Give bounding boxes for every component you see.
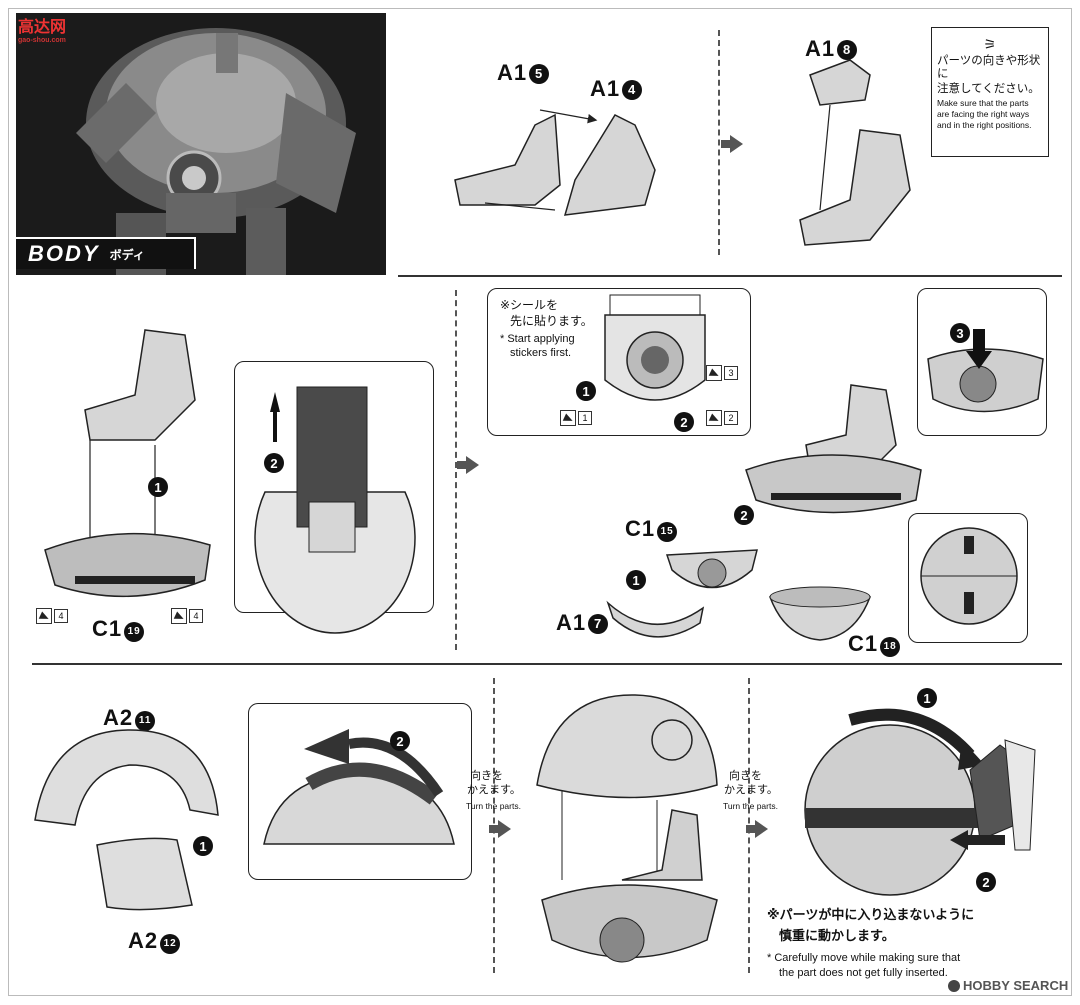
separator-row2 xyxy=(32,663,1062,665)
callout-drawing-slide xyxy=(263,729,455,845)
flow-arrow-1 xyxy=(721,135,743,153)
final-step-badge-1: 1 xyxy=(917,688,937,708)
corner-logo: 高达网 gao-shou.com xyxy=(18,13,66,44)
flow-arrow-2 xyxy=(457,456,479,474)
turn2-note-en: Turn the parts. xyxy=(723,801,778,811)
careful-note-en-2: the part does not get fully inserted. xyxy=(779,967,948,979)
slide-step-badge-2: 2 xyxy=(390,731,410,751)
sticker-step-badge-2: 2 xyxy=(674,412,694,432)
notice-jp-2: 注意してください。 xyxy=(937,83,1040,95)
callout-step-badge-2: 2 xyxy=(264,453,284,473)
part-drawing-c115 xyxy=(665,549,758,589)
part-drawing-body-assembly xyxy=(745,384,922,514)
sticker-step-badge-1: 1 xyxy=(576,381,596,401)
step-badge-1-right: 1 xyxy=(626,570,646,590)
turn-note-jp-2: かえます。 xyxy=(467,784,521,796)
watermark-logo: HOBBY SEARCH xyxy=(948,978,1068,993)
sticker-callout-drawing xyxy=(604,294,706,401)
corner-logo-text: 高达网 xyxy=(18,19,67,36)
header-photo-panel: 高达网 gao-shou.com BODY ボディ xyxy=(16,13,386,275)
notice-jp-1: パーツの向きや形状に xyxy=(937,55,1041,80)
sticker-ref-left: 4 xyxy=(36,608,68,624)
careful-note-jp-2: 慎重に動かします。 xyxy=(779,928,895,943)
section-title-bar: BODY ボディ xyxy=(16,237,196,269)
notice-icon: ⚞ xyxy=(983,36,997,52)
turn-note-jp-1: 向きを xyxy=(470,770,503,782)
sticker-ref-right: 4 xyxy=(171,608,203,624)
section-title-en: BODY xyxy=(28,241,100,266)
sticker-ref-2: 2 xyxy=(706,410,738,426)
notice-en-3: and in the right positions. xyxy=(937,120,1032,130)
callout-box-sphere xyxy=(908,513,1028,643)
sticker-note-en-2: stickers first. xyxy=(510,347,572,359)
callout-box-insert: 2 xyxy=(234,361,434,634)
turn-note-en: Turn the parts. xyxy=(466,801,521,811)
press-step-badge-3: 3 xyxy=(950,323,970,343)
part-drawing-a15-a14 xyxy=(454,109,656,216)
notice-box: ⚞ パーツの向きや形状に 注意してください。 Make sure that th… xyxy=(931,27,1049,157)
callout-drawing-insert xyxy=(254,386,416,634)
callout-box-press: 3 xyxy=(917,288,1047,436)
part-drawing-dome-assembly xyxy=(536,694,718,963)
callout-box-slide: 2 xyxy=(248,703,472,880)
turn2-note-jp-2: かえます。 xyxy=(724,784,778,796)
flow-arrow-4 xyxy=(746,820,768,838)
watermark-icon xyxy=(948,979,960,992)
row3-step-badge-1: 1 xyxy=(193,836,213,856)
part-drawing-a211 xyxy=(34,729,219,826)
part-drawing-c118 xyxy=(769,586,871,641)
sticker-note-jp-2: 先に貼ります。 xyxy=(510,314,593,328)
part-drawing-a18 xyxy=(799,59,911,246)
corner-logo-sub: gao-shou.com xyxy=(18,37,66,44)
sticker-note-jp-1: ※シールを xyxy=(500,298,559,312)
step-badge-1: 1 xyxy=(148,477,168,497)
callout-drawing-press xyxy=(927,329,1044,413)
flow-arrow-3 xyxy=(489,820,511,838)
watermark-text: HOBBY SEARCH xyxy=(963,978,1069,993)
callout-drawing-sphere xyxy=(920,527,1018,625)
sticker-callout-box: ※シールを 先に貼ります。 * Start applying stickers … xyxy=(487,288,751,436)
notice-en-1: Make sure that the parts xyxy=(937,98,1029,108)
section-title-jp: ボディ xyxy=(109,247,145,262)
notice-en-2: are facing the right ways xyxy=(937,109,1030,119)
part-drawing-a17 xyxy=(606,600,705,638)
part-drawing-a212 xyxy=(96,837,193,911)
part-drawing-final-sphere xyxy=(804,708,1036,896)
part-drawing-body-on-c119 xyxy=(44,329,211,598)
final-step-badge-2: 2 xyxy=(976,872,996,892)
separator-row1 xyxy=(398,275,1062,277)
separator-top-mid xyxy=(718,30,720,255)
sticker-note-en-1: * Start applying xyxy=(500,333,575,345)
sticker-ref-1: 1 xyxy=(560,410,592,426)
page-frame xyxy=(8,8,1072,996)
sticker-ref-3: 3 xyxy=(706,365,738,381)
careful-note-en-1: * Carefully move while making sure that xyxy=(767,952,961,964)
separator-row2-mid xyxy=(455,290,457,650)
step-badge-2-right: 2 xyxy=(734,505,754,525)
turn2-note-jp-1: 向きを xyxy=(729,770,762,782)
careful-note-jp-1: ※パーツが中に入り込まないように xyxy=(767,907,975,922)
